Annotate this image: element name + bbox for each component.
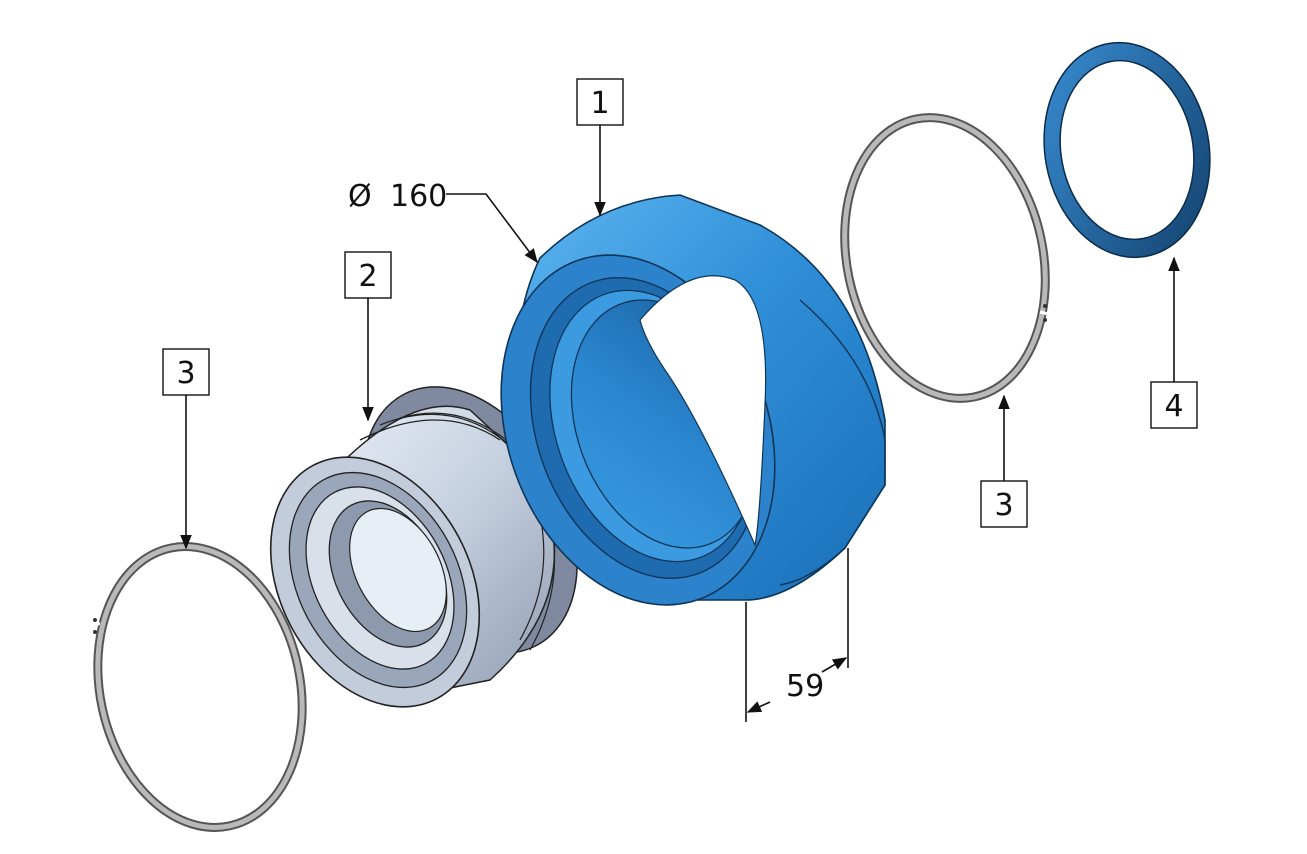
balloon-3-right-text: 3	[994, 488, 1013, 523]
balloon-4-text: 4	[1164, 389, 1183, 424]
width-dimension: 59	[745, 548, 849, 722]
housing-part-1	[500, 194, 886, 606]
balloon-3-left-text: 3	[176, 356, 195, 391]
diameter-value: 160	[390, 179, 447, 214]
balloon-2-text: 2	[358, 259, 377, 294]
balloon-4: 4	[1150, 256, 1198, 429]
balloon-3-left: 3	[162, 348, 210, 550]
bearing-part-2	[269, 386, 578, 708]
balloon-2: 2	[344, 251, 392, 422]
balloon-1: 1	[576, 78, 624, 217]
diameter-symbol: Ø	[348, 179, 372, 214]
diameter-dimension: Ø 160	[348, 179, 538, 264]
spacer-ring-part-4	[1043, 41, 1211, 259]
balloon-3-right: 3	[980, 394, 1028, 528]
snap-ring-right	[840, 113, 1053, 403]
snap-ring-left	[87, 542, 307, 832]
balloon-1-text: 1	[590, 86, 609, 121]
width-value: 59	[786, 669, 824, 704]
